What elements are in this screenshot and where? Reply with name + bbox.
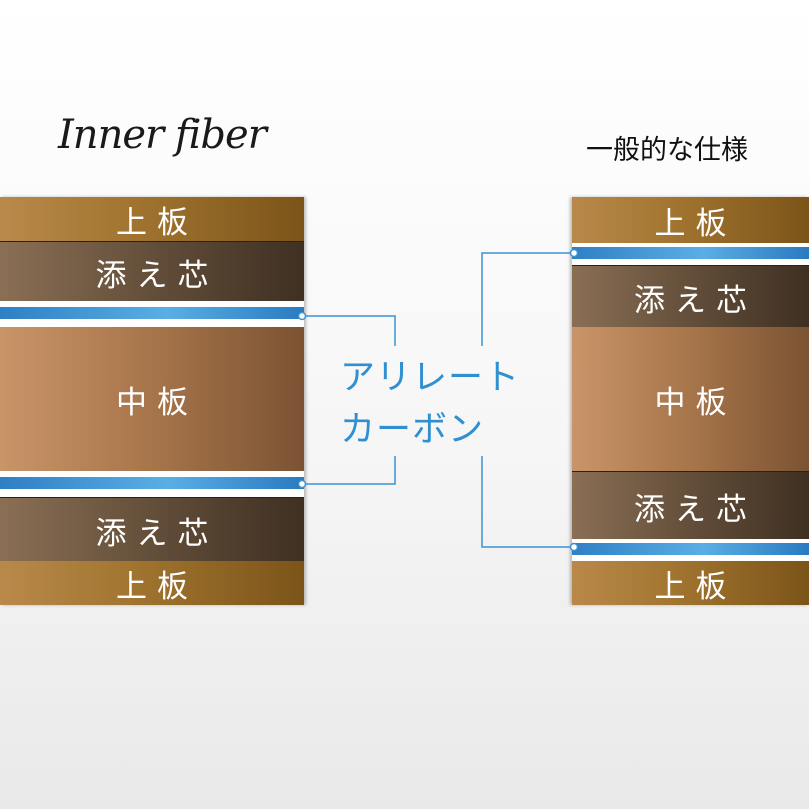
layer-top-board: 上板 — [572, 197, 809, 243]
layer-core: 添え芯 — [0, 497, 304, 562]
connector-left-top — [302, 315, 396, 346]
callout-line-2: カーボン — [340, 410, 485, 450]
inner-fiber-logo: Inner fiber — [58, 112, 267, 158]
layer-carbon — [572, 539, 809, 561]
callout-line-1: アリレート — [340, 358, 521, 398]
layer-top-board: 上板 — [572, 561, 809, 605]
connector-left-bottom — [302, 456, 396, 485]
general-spec-title: 一般的な仕様 — [586, 135, 748, 166]
connector-right-bottom — [481, 456, 574, 548]
layer-carbon — [0, 301, 304, 327]
layer-top-board: 上板 — [0, 197, 304, 241]
layer-carbon — [0, 471, 304, 497]
layer-mid-board: 中板 — [572, 327, 809, 471]
general-spec-stack: 上板 添え芯 中板 添え芯 上板 — [572, 197, 809, 605]
layer-top-board: 上板 — [0, 561, 304, 605]
layer-core: 添え芯 — [572, 471, 809, 540]
layer-carbon — [572, 243, 809, 265]
connector-right-top — [481, 252, 574, 346]
carbon-callout: アリレート カーボン — [340, 352, 540, 456]
inner-fiber-stack: 上板 添え芯 中板 添え芯 上板 — [0, 197, 304, 605]
layer-mid-board: 中板 — [0, 327, 304, 471]
layer-core: 添え芯 — [0, 241, 304, 302]
layer-core: 添え芯 — [572, 265, 809, 328]
